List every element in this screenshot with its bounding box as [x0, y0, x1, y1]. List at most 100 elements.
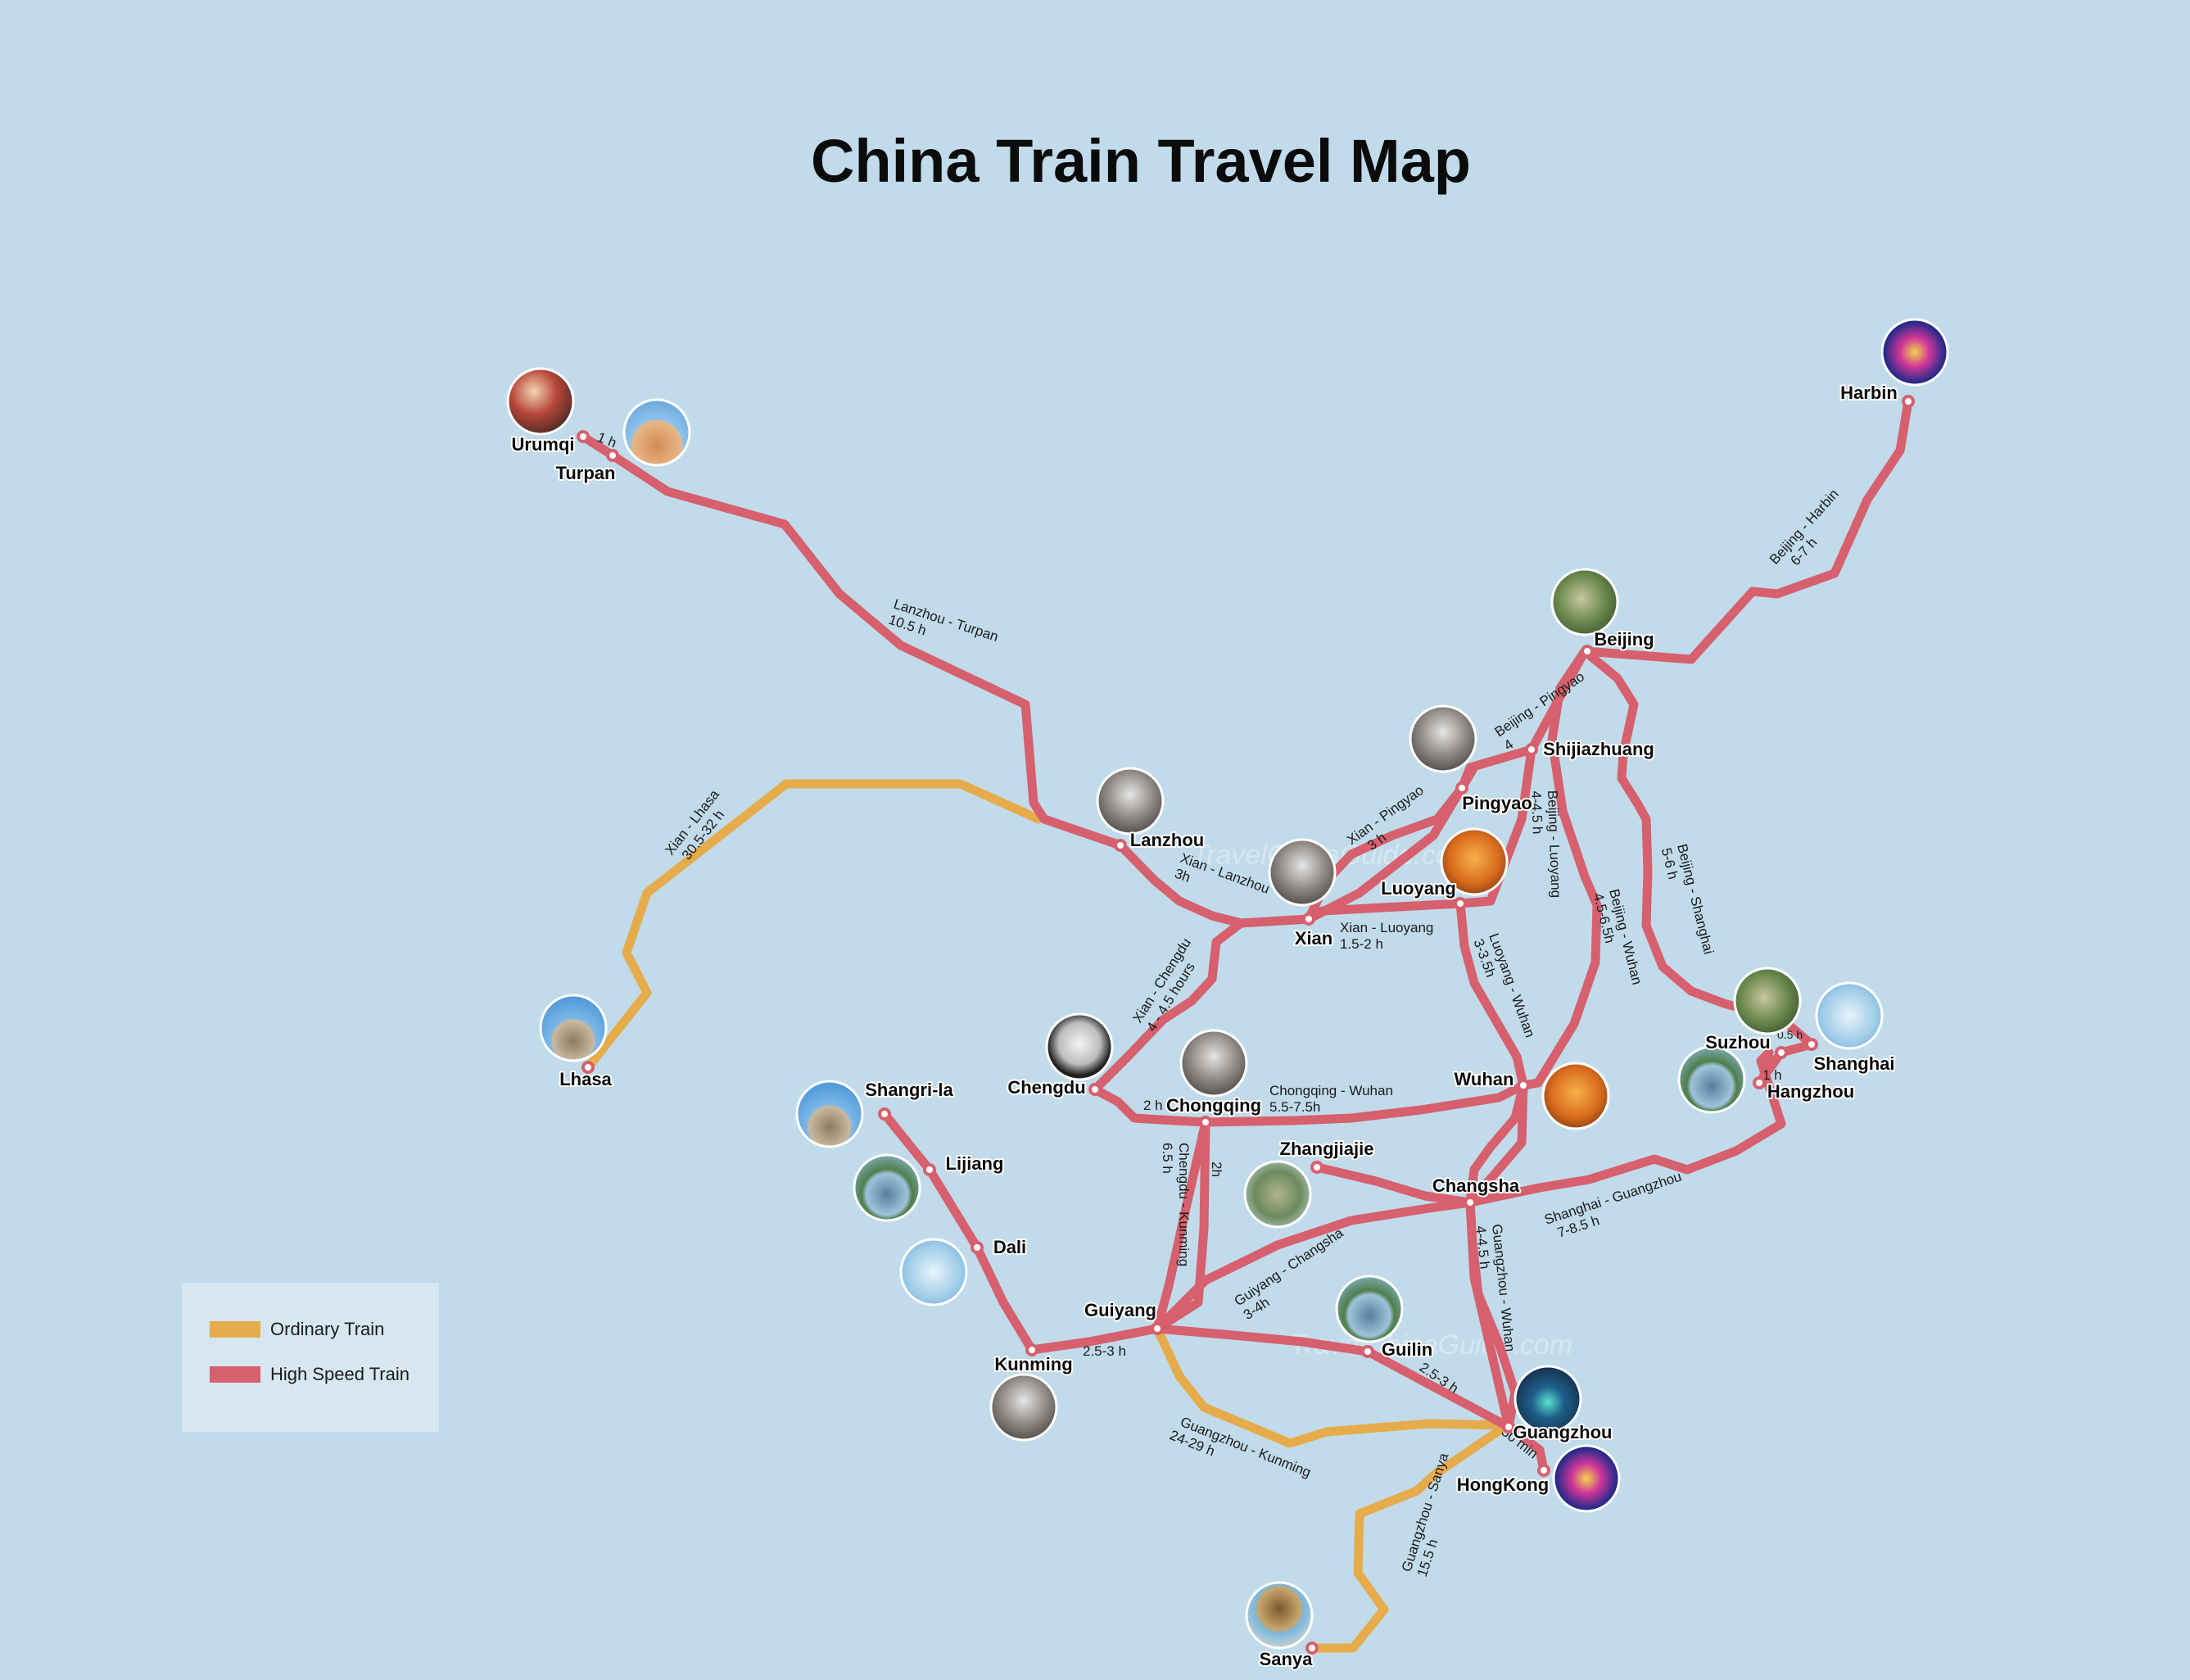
station-guangzhou[interactable]	[1502, 1420, 1515, 1433]
city-label-shijiazhuang[interactable]: Shijiazhuang	[1541, 737, 1656, 761]
west-lake-photo	[1677, 1045, 1746, 1114]
station-urumqi[interactable]	[577, 430, 590, 443]
city-label-xian[interactable]: Xian	[1293, 926, 1334, 950]
route-zhangjiajie-changsha[interactable]	[1312, 1162, 1475, 1207]
jade-snow-mountain-photo	[853, 1153, 921, 1222]
city-label-beijing[interactable]: Beijing	[1592, 627, 1655, 651]
route-guangzhou-hongkong[interactable]	[1504, 1422, 1549, 1475]
city-label-sanya[interactable]: Sanya	[1258, 1647, 1315, 1671]
route-guiyang-guilin[interactable]	[1152, 1324, 1373, 1356]
high-speed-routes	[578, 396, 1913, 1475]
city-label-lhasa[interactable]: Lhasa	[558, 1067, 613, 1091]
route-lanzhou-turpan[interactable]	[608, 451, 1125, 850]
city-label-pingyao[interactable]: Pingyao	[1460, 791, 1534, 815]
city-label-dali[interactable]: Dali	[992, 1235, 1028, 1259]
station-lanzhou[interactable]	[1114, 839, 1127, 852]
city-label-changsha[interactable]: Changsha	[1431, 1174, 1522, 1198]
station-suzhou[interactable]	[1775, 1046, 1788, 1059]
city-label-guangzhou[interactable]: Guangzhou	[1512, 1420, 1614, 1444]
route-beijing-wuhan[interactable]	[1518, 646, 1602, 1090]
songzanlin-photo	[795, 1080, 864, 1148]
route-xian-lhasa[interactable]	[583, 779, 1043, 1072]
route-xian-chengdu[interactable]	[1090, 918, 1246, 1094]
city-label-turpan[interactable]: Turpan	[554, 461, 618, 485]
label-beijing-luoyang: Beijing - Luoyang 4-4.5 h	[1528, 790, 1564, 898]
label-chengdu-kunming: Chengdu - Kunming 6.5 h	[1160, 1143, 1192, 1266]
city-label-urumqi[interactable]: Urumqi	[510, 432, 577, 456]
station-turpan[interactable]	[606, 449, 619, 462]
station-pingyao[interactable]	[1455, 781, 1468, 795]
route-chengdu-kunming[interactable]	[1152, 1117, 1210, 1334]
waterwheel-photo	[1096, 767, 1165, 835]
station-lhasa[interactable]	[581, 1061, 595, 1074]
station-sanya[interactable]	[1305, 1642, 1319, 1655]
stations	[577, 395, 1915, 1655]
station-changsha[interactable]	[1464, 1196, 1477, 1209]
route-pingyao-xian-alt[interactable]	[1304, 765, 1477, 924]
sanya-beach-photo	[1245, 1581, 1314, 1650]
label-chongqing-wuhan: Chongqing - Wuhan 5.5-7.5h	[1269, 1083, 1393, 1115]
route-chongqing-guiyang[interactable]	[1152, 1117, 1210, 1334]
route-shangrila-kunming[interactable]	[880, 1109, 1037, 1355]
route-chongqing-wuhan[interactable]	[1201, 1080, 1528, 1127]
station-kunming[interactable]	[1025, 1343, 1038, 1356]
city-label-suzhou[interactable]: Suzhou	[1704, 1030, 1771, 1054]
route-guangzhou-kunming[interactable]	[1152, 1324, 1512, 1448]
svg-text:4-4.5 h: 4-4.5 h	[1528, 790, 1545, 835]
station-wuhan[interactable]	[1517, 1079, 1530, 1092]
station-hongkong[interactable]	[1537, 1464, 1550, 1477]
station-harbin[interactable]	[1902, 395, 1915, 408]
station-beijing[interactable]	[1581, 645, 1594, 658]
city-label-harbin[interactable]: Harbin	[1839, 381, 1899, 405]
map-title: China Train Travel Map	[811, 127, 1471, 195]
great-wall-photo	[1550, 568, 1619, 636]
city-label-chongqing[interactable]: Chongqing	[1165, 1094, 1263, 1117]
station-shanghai[interactable]	[1805, 1038, 1818, 1051]
city-label-hangzhou[interactable]: Hangzhou	[1766, 1080, 1856, 1103]
svg-text:Shanghai - Guangzhou: Shanghai - Guangzhou	[1542, 1169, 1683, 1228]
route-wuhan-changsha[interactable]	[1465, 1080, 1528, 1207]
label-guiyang-kunming: 2.5-3 h	[1083, 1343, 1126, 1359]
city-label-zhangjiajie[interactable]: Zhangjiajie	[1278, 1137, 1376, 1161]
station-dali[interactable]	[971, 1241, 984, 1254]
city-label-kunming[interactable]: Kunming	[993, 1352, 1074, 1376]
station-luoyang[interactable]	[1454, 897, 1467, 910]
yellow-crane-tower-photo	[1541, 1062, 1610, 1130]
route-luoyang-wuhan[interactable]	[1455, 899, 1528, 1090]
city-label-luoyang[interactable]: Luoyang	[1379, 876, 1458, 900]
city-label-chengdu[interactable]: Chengdu	[1006, 1075, 1087, 1099]
city-label-hongkong[interactable]: HongKong	[1455, 1473, 1550, 1497]
station-shangrila[interactable]	[878, 1107, 891, 1121]
city-label-shanghai[interactable]: Shanghai	[1812, 1052, 1896, 1075]
city-label-lijiang[interactable]: Lijiang	[944, 1152, 1006, 1175]
station-guiyang[interactable]	[1151, 1322, 1164, 1335]
city-label-wuhan[interactable]: Wuhan	[1453, 1067, 1516, 1091]
city-label-guiyang[interactable]: Guiyang	[1083, 1298, 1158, 1322]
route-shanghai-guangzhou[interactable]	[1465, 1048, 1786, 1207]
city-label-lanzhou[interactable]: Lanzhou	[1129, 828, 1206, 852]
city-label-shangrila[interactable]: Shangri-la	[863, 1078, 955, 1102]
city-label-guilin[interactable]: Guilin	[1380, 1338, 1434, 1361]
station-guilin[interactable]	[1361, 1345, 1374, 1358]
station-chengdu[interactable]	[1088, 1083, 1102, 1096]
ice-festival-photo	[1880, 318, 1949, 387]
station-zhangjiajie[interactable]	[1310, 1161, 1324, 1174]
label-chengdu-chongqing: 2 h	[1143, 1098, 1163, 1113]
svg-text:Beijing - Shanghai: Beijing - Shanghai	[1674, 842, 1717, 955]
route-chengdu-chongqing[interactable]	[1090, 1085, 1210, 1127]
route-guilin-guangzhou[interactable]	[1363, 1347, 1514, 1432]
station-chongqing[interactable]	[1199, 1116, 1212, 1129]
route-xian-lanzhou[interactable]	[1115, 840, 1314, 928]
terracotta-warriors-photo	[1268, 838, 1337, 907]
route-guangzhou-sanya[interactable]	[1307, 1420, 1512, 1653]
station-xian[interactable]	[1302, 912, 1315, 926]
station-shijiazhuang[interactable]	[1525, 743, 1538, 756]
route-guiyang-kunming[interactable]	[1027, 1324, 1162, 1355]
route-beijing-harbin[interactable]	[1580, 396, 1913, 664]
station-lijiang[interactable]	[923, 1163, 936, 1176]
potala-palace-photo	[539, 994, 608, 1062]
station-hangzhou[interactable]	[1753, 1076, 1766, 1089]
legend-item-high-speed: High Speed Train	[210, 1364, 409, 1385]
pingyao-gate-photo	[1409, 704, 1477, 773]
route-guiyang-changsha[interactable]	[1152, 1198, 1475, 1334]
